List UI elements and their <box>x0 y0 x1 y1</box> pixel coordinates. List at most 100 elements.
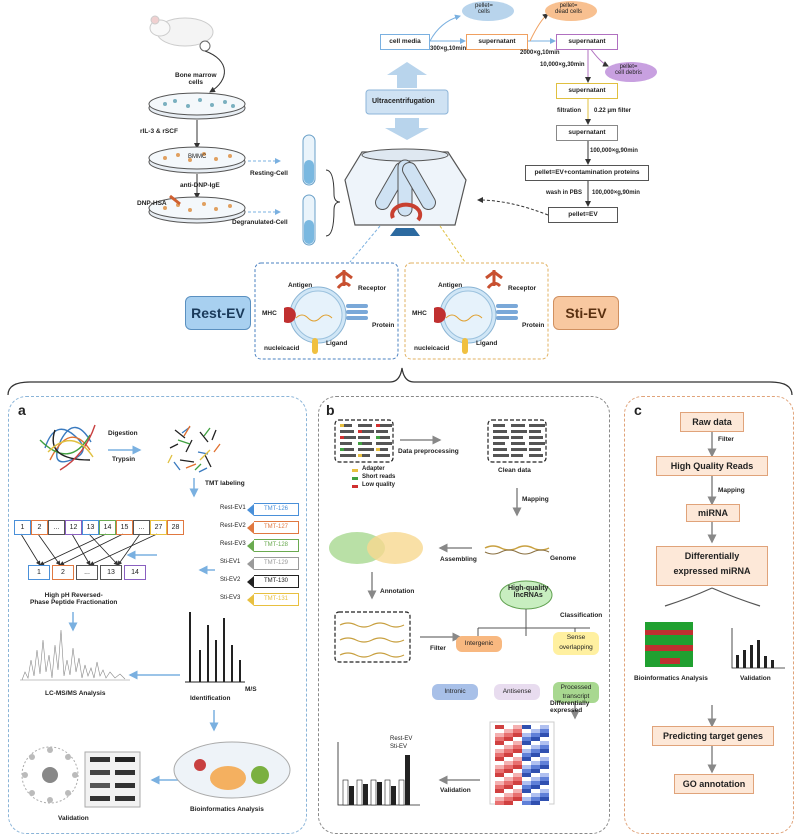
heatmap-cell <box>504 777 513 781</box>
read-segment <box>529 448 541 451</box>
heatmap-cell <box>522 769 531 773</box>
heatmap-cell <box>495 773 504 777</box>
read-mark <box>358 442 362 445</box>
heatmap-cell <box>522 733 531 737</box>
heatmap-cell <box>504 797 513 801</box>
hq-reads-box: High Quality Reads <box>656 456 768 476</box>
fraction-top-5: 13 <box>82 520 99 535</box>
read-segment <box>493 436 509 439</box>
panel-a-letter: a <box>18 402 26 418</box>
heatmap-cell <box>495 733 504 737</box>
heatmap-cell <box>540 753 549 757</box>
heatmap-cell <box>513 737 522 741</box>
heatmap-cell <box>531 761 540 765</box>
genome-label: Genome <box>550 555 577 562</box>
heatmap-cell <box>513 785 522 789</box>
read-segment <box>529 430 541 433</box>
nucleicacid-label-sti: nucleicacid <box>414 345 450 352</box>
tmt-tag-point-6 <box>247 594 254 606</box>
assembled-transcripts-icon <box>329 532 423 564</box>
heatmap-cell <box>522 725 531 729</box>
heatmap-cell <box>513 749 522 753</box>
fraction-top-8: ... <box>133 520 150 535</box>
heatmap-cell <box>540 757 549 761</box>
fraction-bottom-4: 13 <box>100 565 122 580</box>
receptor-label-rest: Receptor <box>358 285 387 292</box>
hq-lncrna-label: High-quality lncRNAs <box>508 585 549 599</box>
heatmap-cell <box>495 729 504 733</box>
heatmap-c <box>645 622 693 667</box>
heatmap-cell <box>540 737 549 741</box>
tube-resting <box>302 134 316 186</box>
heatmap-cell <box>540 777 549 781</box>
spin1-label: 300×g,10min <box>430 46 467 52</box>
heatmap-cell <box>531 737 540 741</box>
pellet-cells-bubble <box>462 1 514 21</box>
heatmap-cell <box>540 733 549 737</box>
heatmap-cell <box>513 757 522 761</box>
heatmap-cell <box>540 741 549 745</box>
read-segment <box>493 430 507 433</box>
heatmap-cell <box>531 729 540 733</box>
identification-label: Identification <box>190 695 231 702</box>
tmt-labeling-label: TMT labeling <box>205 480 245 487</box>
panel-b-frame <box>318 396 610 834</box>
ev-vesicle-sti <box>434 270 518 354</box>
fraction-top-2: 2 <box>31 520 48 535</box>
tmt-sample-3: Rest-EV3 <box>220 541 246 547</box>
supernatant-box-2: supernatant <box>556 34 618 50</box>
read-segment <box>358 442 372 445</box>
filtration-label: filtration <box>557 108 581 114</box>
filter-size-label: 0.22 μm filter <box>594 108 632 114</box>
petri-dish-2 <box>148 146 246 174</box>
heatmap-cell <box>504 769 513 773</box>
heatmap-cell <box>522 789 531 793</box>
read-segment <box>493 448 507 451</box>
clean-data-box <box>487 419 547 463</box>
heatmap-cell <box>531 797 540 801</box>
heatmap-cell <box>504 729 513 733</box>
validation-b-label: Validation <box>440 787 471 794</box>
heatmap-cell <box>540 793 549 797</box>
read-segment <box>493 454 509 457</box>
read-segment <box>529 436 543 439</box>
heatmap-cell <box>522 757 531 761</box>
heatmap-cell <box>531 765 540 769</box>
legend-swatch-2 <box>352 477 358 480</box>
syringe-icon <box>169 194 181 206</box>
predicting-box: Predicting target genes <box>652 726 774 746</box>
go-box: GO annotation <box>674 774 754 794</box>
heatmap-cell <box>531 793 540 797</box>
annotation-label: Annotation <box>380 588 415 595</box>
fraction-top-3: ... <box>48 520 65 535</box>
supernatant-box-3: supernatant <box>556 83 618 99</box>
heatmap-cell <box>495 797 504 801</box>
heatmap-cell <box>504 761 513 765</box>
bar-chart-c <box>731 628 785 669</box>
class-processed-transcript: Processed transcript <box>553 682 599 703</box>
centrifuge-icon <box>344 148 467 236</box>
pellet-ev-box: pellet=EV <box>548 207 618 223</box>
ms-spectrum <box>185 612 245 683</box>
read-segment <box>493 442 505 445</box>
legend-label-3: Low quality <box>362 482 395 488</box>
heatmap-cell <box>540 745 549 749</box>
read-segment <box>376 442 392 445</box>
nucleicacid-label-rest: nucleicacid <box>264 345 300 352</box>
heatmap-cell <box>513 753 522 757</box>
heatmap-cell <box>495 789 504 793</box>
heatmap-cell <box>531 725 540 729</box>
heatmap-cell <box>513 769 522 773</box>
mapping-c-label: Mapping <box>718 487 745 494</box>
read-segment <box>493 424 505 427</box>
heatmap-cell <box>540 797 549 801</box>
spin5-label: 100,000×g,90min <box>592 190 640 196</box>
heatmap-cell <box>531 789 540 793</box>
heatmap-cell <box>513 725 522 729</box>
bar-chart-b <box>337 742 420 806</box>
heatmap-cell <box>531 781 540 785</box>
heatmap-cell <box>504 733 513 737</box>
heatmap-cell <box>513 745 522 749</box>
genome-icon <box>484 545 550 555</box>
read-segment <box>529 454 543 457</box>
